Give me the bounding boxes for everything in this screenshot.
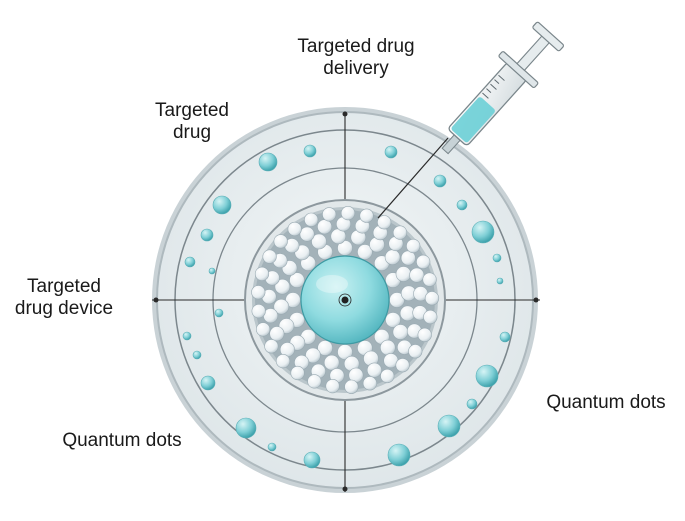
nanoparticle bbox=[290, 365, 305, 381]
quantum-dot bbox=[303, 451, 321, 469]
quantum-dot bbox=[182, 331, 192, 341]
quantum-dot bbox=[258, 152, 278, 172]
nanoparticle bbox=[323, 354, 340, 371]
label-quantum-dots-right: Quantum dots bbox=[546, 392, 666, 413]
quantum-dot bbox=[267, 442, 277, 452]
nanoparticle bbox=[423, 309, 438, 325]
quantum-dot bbox=[208, 267, 216, 275]
needle-line bbox=[377, 137, 449, 219]
nanoparticle bbox=[304, 212, 319, 227]
nanoparticle bbox=[307, 374, 322, 389]
nanoparticle bbox=[424, 291, 440, 306]
nanoparticle bbox=[317, 340, 333, 356]
nanoparticle bbox=[287, 221, 302, 237]
nanoparticle bbox=[416, 254, 431, 269]
quantum-dot bbox=[192, 350, 202, 360]
nanoparticle bbox=[299, 226, 315, 242]
quantum-dot bbox=[235, 417, 257, 439]
nanoparticle bbox=[311, 233, 327, 250]
nanoparticle bbox=[254, 266, 270, 282]
nanoparticle bbox=[392, 324, 409, 340]
quantum-dot bbox=[200, 228, 214, 242]
nanoparticle bbox=[385, 312, 401, 328]
nanoparticle bbox=[317, 219, 333, 235]
nanoparticle bbox=[395, 266, 412, 282]
nanoparticle bbox=[305, 347, 321, 364]
nanoparticle bbox=[392, 225, 408, 240]
quantum-dot bbox=[214, 308, 224, 318]
nanoparticle bbox=[274, 278, 291, 295]
nanoparticle bbox=[273, 298, 290, 315]
label-targeted-drug-delivery: Targeted drug delivery bbox=[297, 36, 415, 79]
quantum-dot bbox=[456, 199, 468, 211]
quantum-dot bbox=[466, 398, 478, 410]
nanoparticle bbox=[359, 208, 374, 223]
nanoparticle bbox=[256, 322, 271, 337]
nanoparticle bbox=[384, 249, 401, 266]
nanoparticle bbox=[357, 244, 373, 260]
nanoparticle bbox=[379, 339, 396, 356]
quantum-dot bbox=[184, 256, 196, 268]
nanoparticle bbox=[273, 234, 288, 249]
quantum-dot bbox=[200, 375, 216, 391]
nanoparticle bbox=[251, 304, 266, 319]
nanoparticle bbox=[340, 206, 356, 221]
nanoparticle bbox=[395, 358, 410, 373]
nanoparticle bbox=[377, 215, 392, 230]
nanoparticle bbox=[251, 285, 266, 300]
quantum-dot bbox=[499, 331, 511, 343]
drug-core-icon bbox=[300, 255, 390, 345]
nanoparticle bbox=[289, 272, 305, 288]
nanoparticle bbox=[408, 344, 423, 359]
nanoparticle bbox=[362, 376, 378, 391]
quantum-dot bbox=[433, 174, 447, 188]
nanoparticle bbox=[417, 327, 432, 343]
nanoparticle bbox=[422, 272, 437, 287]
quantum-dot bbox=[384, 145, 398, 159]
nanoparticle bbox=[380, 368, 395, 384]
quantum-dot bbox=[212, 195, 232, 215]
quantum-dot bbox=[303, 144, 317, 158]
label-targeted-drug: Targeted drug bbox=[155, 100, 229, 143]
nanoparticle bbox=[344, 379, 359, 394]
quantum-dot bbox=[496, 277, 504, 285]
label-quantum-dots-left: Quantum dots bbox=[62, 430, 182, 451]
nanoparticle bbox=[406, 238, 421, 254]
label-targeted-drug-device: Targeted drug device bbox=[14, 276, 114, 319]
nanoparticle bbox=[264, 339, 279, 354]
syringe-icon bbox=[377, 21, 565, 219]
quantum-dots bbox=[182, 144, 511, 469]
nanoparticle-cluster bbox=[251, 206, 440, 394]
nanoparticle bbox=[409, 267, 425, 283]
quantum-dot bbox=[437, 414, 461, 438]
nanoparticle bbox=[366, 362, 382, 378]
axis-end-markers bbox=[153, 111, 539, 492]
nanoparticle bbox=[325, 379, 340, 394]
nanoparticle bbox=[275, 354, 291, 369]
quantum-dot bbox=[492, 253, 502, 263]
nanoparticle bbox=[269, 326, 285, 342]
nanoparticle bbox=[322, 207, 337, 222]
quantum-dot bbox=[475, 364, 499, 388]
quantum-dot bbox=[387, 443, 411, 467]
nanoparticle bbox=[262, 249, 277, 264]
quantum-dot bbox=[471, 220, 495, 244]
